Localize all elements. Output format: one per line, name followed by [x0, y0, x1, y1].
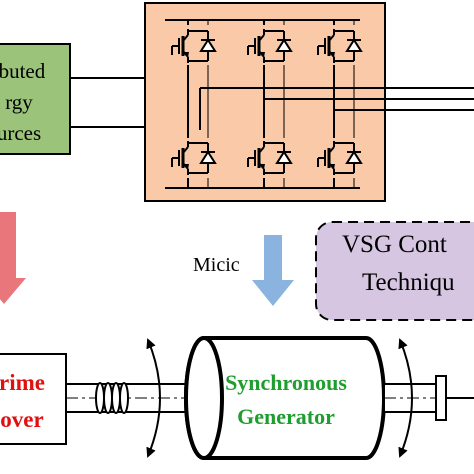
shaft-coupling: [95, 382, 129, 414]
der-label-line-3: urces: [0, 121, 42, 145]
generator-cylinder: [184, 336, 386, 460]
red-down-arrow: [0, 212, 26, 304]
vsg-label: VSG Cont Techniqu: [342, 226, 455, 302]
der-label: ibuted rgy urces: [0, 56, 70, 149]
generator-label: Synchronous Generator: [196, 366, 376, 434]
prime-mover-label: rime over: [0, 364, 68, 438]
der-label-line-2: rgy: [5, 90, 33, 114]
shaft-right: [383, 375, 474, 421]
igbt-switch-upper-3: [316, 25, 363, 65]
dc-link-lines: [70, 77, 145, 128]
prime-mover-label-line-1: rime: [0, 370, 45, 395]
generator-label-line-1: Synchronous: [225, 370, 347, 395]
igbt-switch-upper-1: [170, 25, 217, 65]
igbt-switch-lower-2: [246, 138, 293, 178]
prime-mover-label-line-2: over: [0, 407, 44, 432]
igbt-switch-lower-1: [170, 138, 217, 178]
igbt-switch-lower-3: [316, 138, 363, 178]
vsg-label-line-2: Techniqu: [362, 269, 455, 296]
ac-output-lines: [385, 87, 474, 111]
der-label-line-1: ibuted: [0, 59, 46, 83]
generator-label-line-2: Generator: [237, 404, 335, 429]
rotation-arrow-left: [146, 338, 161, 458]
rotation-arrow-right: [398, 338, 413, 458]
vsg-control-box: [315, 221, 474, 321]
der-block: [0, 43, 71, 155]
prime-mover-block: [0, 353, 67, 445]
blue-down-arrow: [252, 235, 294, 306]
micic-label: Micic: [193, 254, 240, 276]
igbt-switch-upper-2: [246, 25, 293, 65]
vsg-label-line-1: VSG Cont: [342, 231, 447, 258]
